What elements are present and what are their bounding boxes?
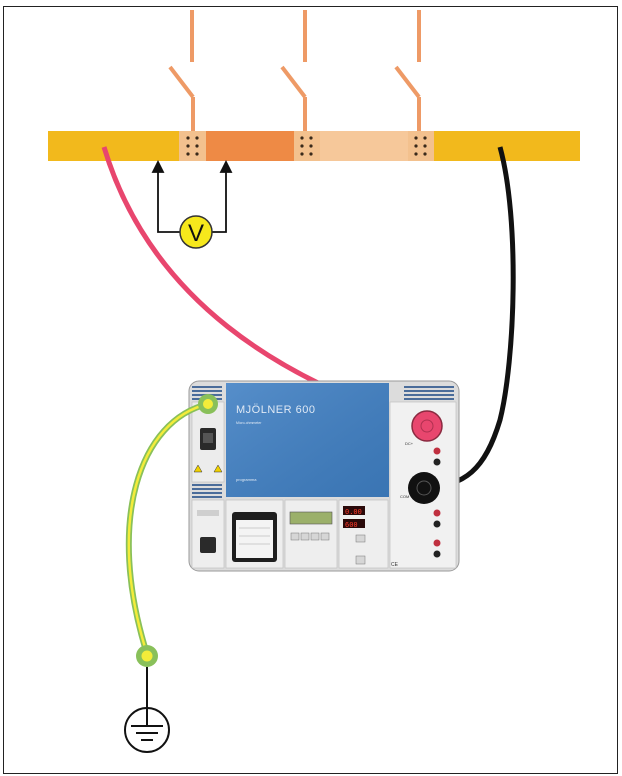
switch-1 (168, 10, 195, 131)
voltmeter-connection (151, 159, 233, 233)
voltmeter: V (179, 215, 213, 249)
switch-disconnectors (168, 10, 421, 131)
com-label: COM (400, 494, 409, 499)
busbar-joint-1 (179, 131, 206, 161)
switch-3 (394, 10, 421, 131)
dc-plus-label: DC+ (405, 441, 414, 446)
printer-icon (232, 512, 277, 562)
warning-icon (193, 464, 203, 473)
power-inlet-icon (200, 428, 216, 450)
device-brand: MJÖLNER 600 (236, 404, 315, 416)
display-bottom: 600 (345, 521, 358, 529)
switch-2 (280, 10, 307, 131)
device-subtitle: Micro-ohmmeter (236, 421, 262, 425)
busbar-joint-3 (408, 131, 434, 161)
display-top: 0.00 (345, 508, 362, 516)
busbar-joint-2 (294, 131, 320, 161)
black-test-lead (423, 146, 516, 491)
maker-logo: programma (236, 477, 257, 482)
busbar (48, 131, 580, 161)
voltmeter-symbol: V (188, 220, 204, 247)
mjolner-600-instrument: MJÖLNER 600 Micro-ohmmeter programma DC+… (188, 380, 460, 572)
ground-symbol-icon (124, 667, 170, 753)
ground-lead (125, 401, 209, 655)
ce-mark: CE (391, 562, 399, 568)
lcd-display (289, 511, 333, 525)
